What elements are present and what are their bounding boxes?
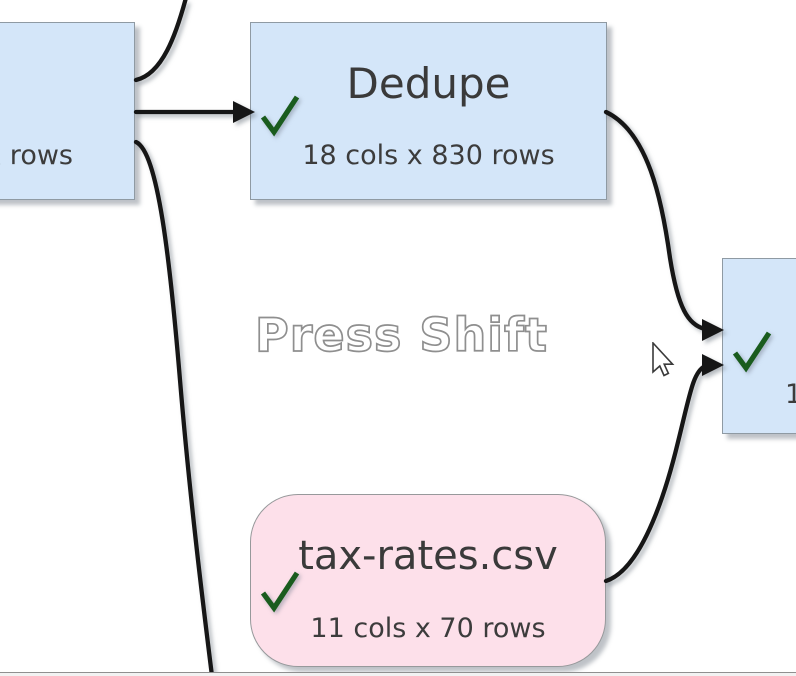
node-right-partial[interactable]: 1 <box>722 258 796 434</box>
success-check-icon <box>732 331 772 373</box>
arrowhead-right-input-1 <box>702 319 724 341</box>
connector-left-to-top[interactable] <box>133 0 188 83</box>
node-title: tax-rates.csv <box>298 533 558 579</box>
node-tax-rates-csv[interactable]: tax-rates.csv 11 cols x 70 rows <box>250 494 606 667</box>
connector-dedupe-to-right[interactable] <box>603 109 708 332</box>
connector-taxrates-to-right[interactable] <box>603 363 708 584</box>
canvas-bottom-edge <box>0 672 796 676</box>
node-left-partial[interactable]: x rows <box>0 22 135 200</box>
node-size-label: x rows <box>0 140 73 171</box>
node-title: Dedupe <box>346 59 511 108</box>
connector-left-to-bottom[interactable] <box>133 139 215 676</box>
success-check-icon <box>260 571 300 613</box>
arrowhead-right-input-2 <box>702 354 724 376</box>
node-size-label: 1 <box>785 379 796 410</box>
success-check-icon <box>260 95 300 137</box>
node-size-label: 11 cols x 70 rows <box>310 613 546 644</box>
mouse-cursor-icon <box>652 342 675 377</box>
node-size-label: 18 cols x 830 rows <box>302 140 555 171</box>
node-dedupe[interactable]: Dedupe 18 cols x 830 rows <box>250 22 607 200</box>
press-shift-watermark: Press Shift <box>254 307 549 363</box>
